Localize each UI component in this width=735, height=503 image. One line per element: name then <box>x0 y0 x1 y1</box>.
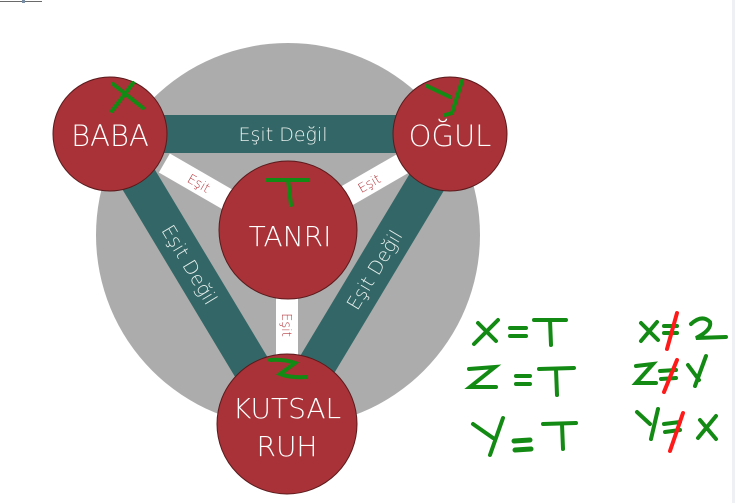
equation-z-equals-t <box>464 364 576 397</box>
handwritten-x-mark <box>110 81 145 113</box>
node-father: BABA <box>52 76 168 192</box>
node-label-son: OĞUL <box>409 119 492 153</box>
link-father-god: Eşit <box>158 153 240 213</box>
node-circle <box>392 76 508 192</box>
handwritten-z-mark <box>268 357 308 380</box>
link-label-father-son: Eşit Değil <box>239 124 328 146</box>
handwritten-t-mark <box>265 178 310 207</box>
inequalities-annotations <box>631 311 728 453</box>
node-circle <box>216 353 358 495</box>
node-son: OĞUL <box>392 76 508 192</box>
node-spirit: KUTSAL RUH <box>216 353 358 495</box>
equation-x-equals-t <box>472 318 568 347</box>
node-label-father: BABA <box>71 119 149 153</box>
node-label-spirit-line1: KUTSAL <box>233 392 341 425</box>
equation-x-not-equals-z <box>639 311 728 351</box>
handwritten-y-mark <box>425 79 464 117</box>
equal-bar <box>158 153 240 213</box>
equalities-annotations <box>464 318 578 457</box>
top-rule-marker <box>22 0 25 3</box>
scrollbar-track[interactable] <box>732 0 735 503</box>
node-label-spirit-line2: RUH <box>256 430 317 463</box>
equation-z-not-equals-y <box>631 354 708 394</box>
top-rule-line <box>0 1 42 2</box>
equal-bar <box>276 285 298 365</box>
node-god: TANRI <box>218 160 358 300</box>
link-spirit-god: Eşit <box>276 285 298 365</box>
node-circle <box>218 160 358 300</box>
equation-y-not-equals-x <box>635 407 718 453</box>
node-label-god: TANRI <box>249 220 332 253</box>
equation-y-equals-t <box>471 416 578 457</box>
link-label-spirit-god: Eşit <box>278 313 293 337</box>
